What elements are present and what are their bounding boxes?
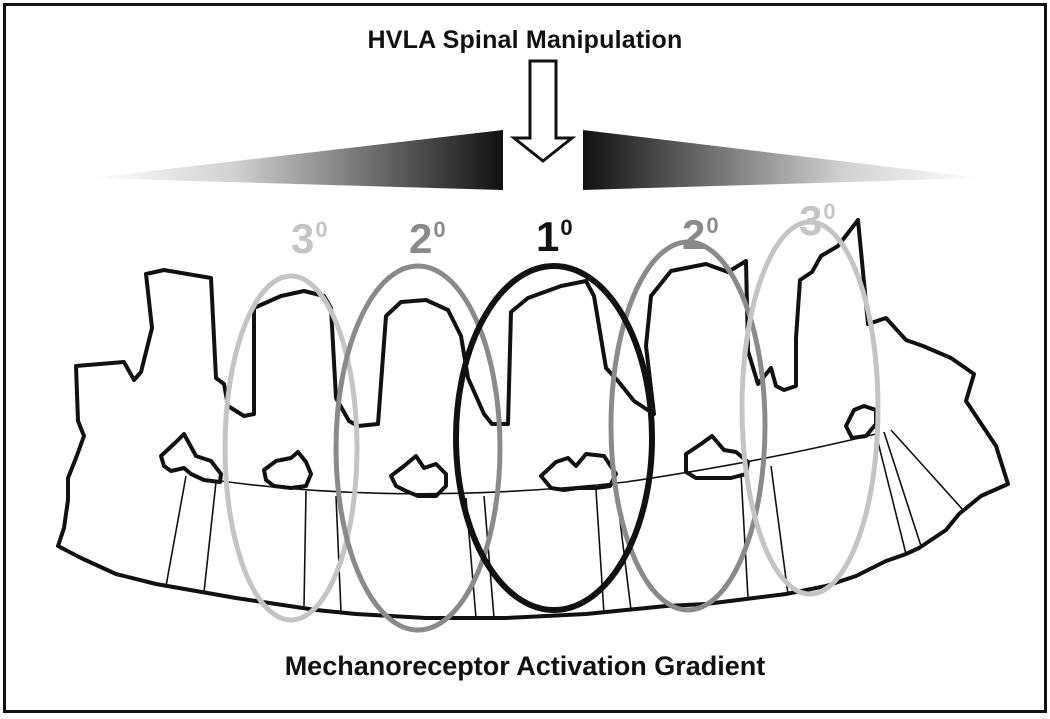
level-number: 3: [291, 215, 315, 262]
ellipse-primary: [453, 263, 655, 613]
spine-outline: [56, 218, 1010, 620]
level-superscript: 0: [560, 215, 573, 240]
gradient-wedge-left: [91, 130, 503, 190]
ellipse-secondary-right: [608, 239, 768, 613]
level-number: 2: [409, 215, 433, 262]
level-label-1-center: 10: [536, 216, 573, 258]
level-label-2-right: 20: [682, 214, 719, 256]
diagram-frame: HVLA Spinal Manipulation 30 20 10 20 30 …: [3, 3, 1047, 713]
level-superscript: 0: [433, 217, 446, 242]
level-label-3-right: 30: [799, 200, 836, 242]
level-number: 1: [536, 213, 560, 260]
level-superscript: 0: [823, 199, 836, 224]
level-superscript: 0: [706, 213, 719, 238]
force-arrow: [509, 59, 577, 163]
ellipse-secondary-left: [333, 263, 503, 633]
level-number: 3: [799, 197, 823, 244]
ellipse-tertiary-left: [222, 273, 360, 623]
diagram-title: HVLA Spinal Manipulation: [367, 26, 683, 54]
spine-illustration: [56, 59, 1010, 633]
ellipse-tertiary-right: [739, 219, 881, 597]
gradient-wedge-right: [583, 130, 981, 190]
level-label-3-left: 30: [291, 218, 328, 260]
level-label-2-left: 20: [409, 218, 446, 260]
level-superscript: 0: [315, 217, 328, 242]
level-number: 2: [682, 211, 706, 258]
diagram-caption: Mechanoreceptor Activation Gradient: [284, 651, 766, 681]
